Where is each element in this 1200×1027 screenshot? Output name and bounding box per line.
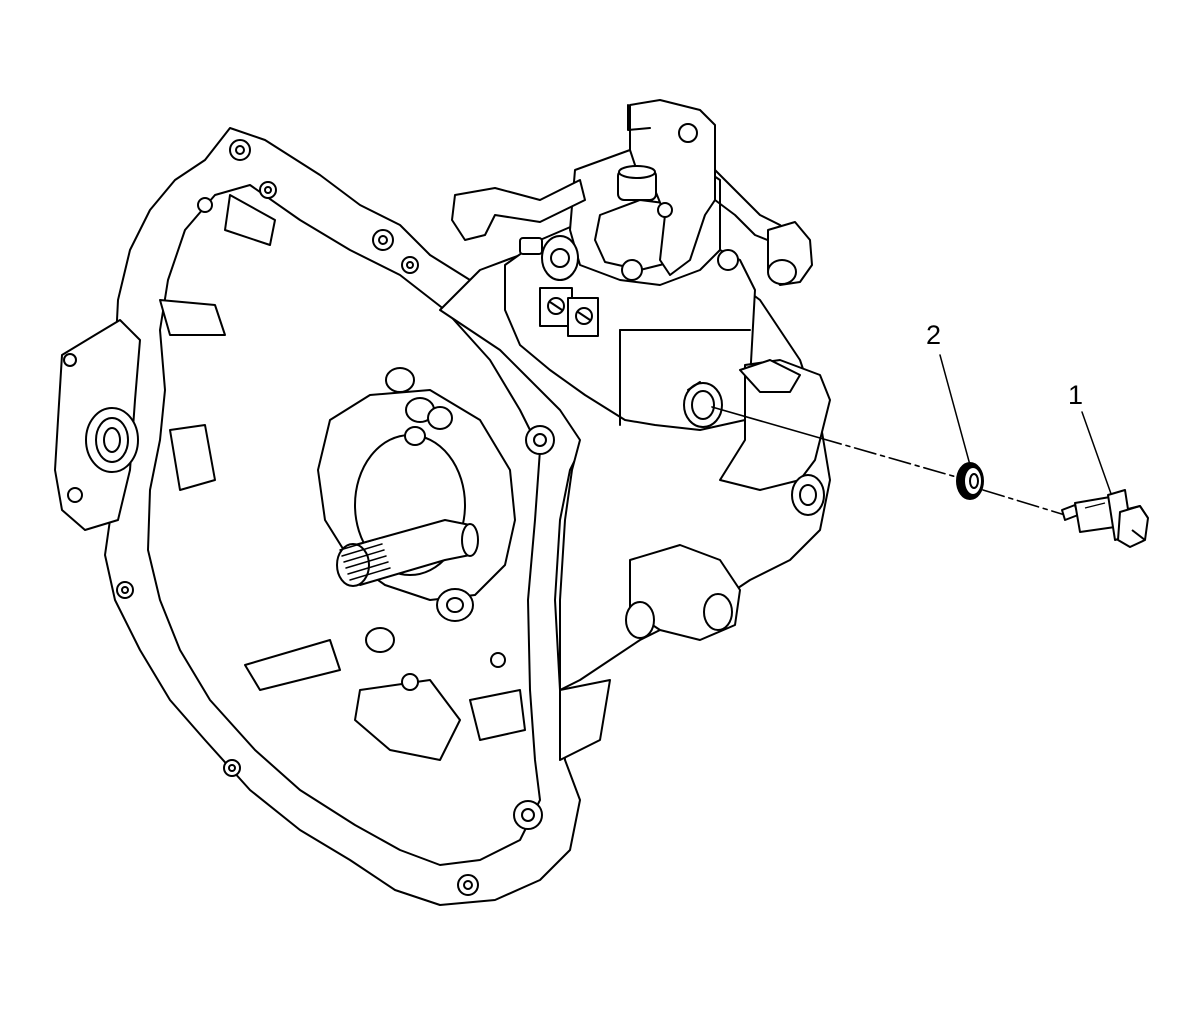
leader-line-2	[940, 355, 970, 465]
pivot-bolt	[1062, 490, 1148, 547]
shift-arm-left	[452, 180, 585, 240]
callout-2: 2	[926, 320, 942, 350]
centerline-dashed-2	[983, 490, 1065, 515]
centerline-solid	[712, 407, 820, 438]
sealing-washer	[957, 463, 983, 499]
leader-line-1	[1082, 412, 1115, 505]
callout-1: 1	[1068, 380, 1084, 410]
flange-bolt-bosses	[117, 140, 554, 895]
centerline-dashed	[820, 438, 960, 478]
